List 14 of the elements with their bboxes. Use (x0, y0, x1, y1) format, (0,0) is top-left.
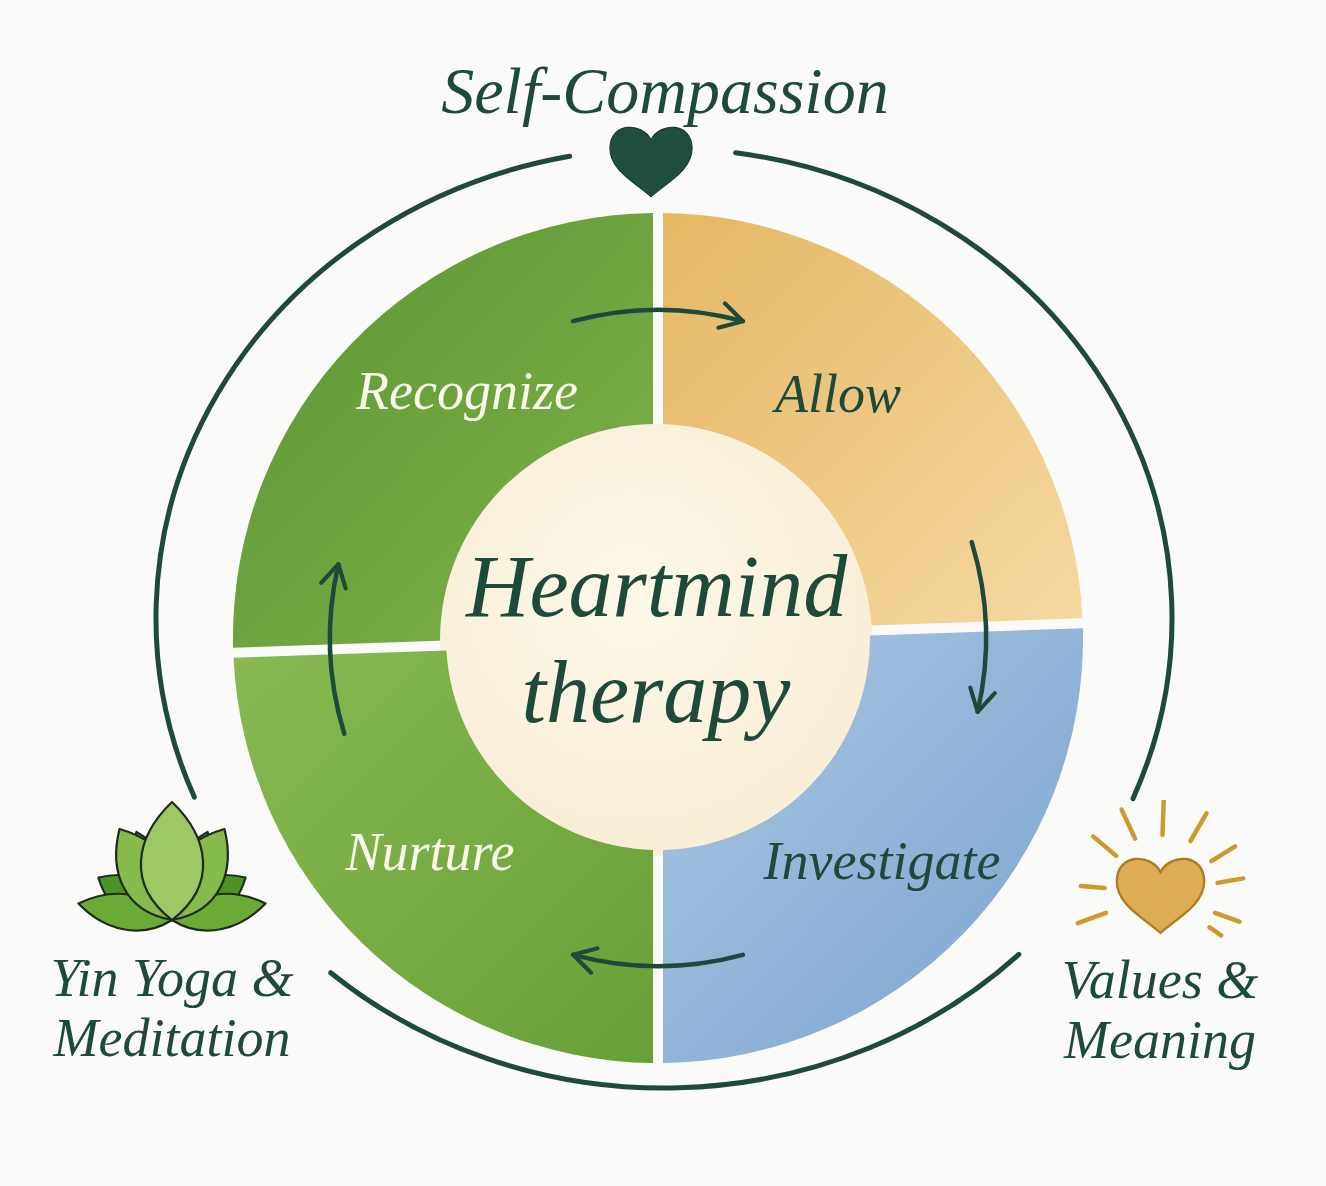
ring-arc (733, 150, 1175, 802)
ring-arc (328, 951, 1022, 1091)
curved-arrow (967, 539, 996, 715)
pillar-title: Values & Meaning (1060, 950, 1260, 1071)
segment-label: Recognize (356, 362, 578, 422)
curved-arrow (570, 945, 746, 974)
segment-label: Investigate (763, 832, 1001, 892)
center-title: Heartmind therapy (466, 537, 846, 743)
pillar-title: Yin Yoga & Meditation (49, 948, 295, 1069)
curved-arrow (320, 561, 349, 737)
curved-arrow (570, 302, 746, 331)
segment-label: Nurture (345, 823, 515, 883)
ring-arc (153, 153, 573, 800)
pillar-title: Self-Compassion (440, 54, 890, 128)
